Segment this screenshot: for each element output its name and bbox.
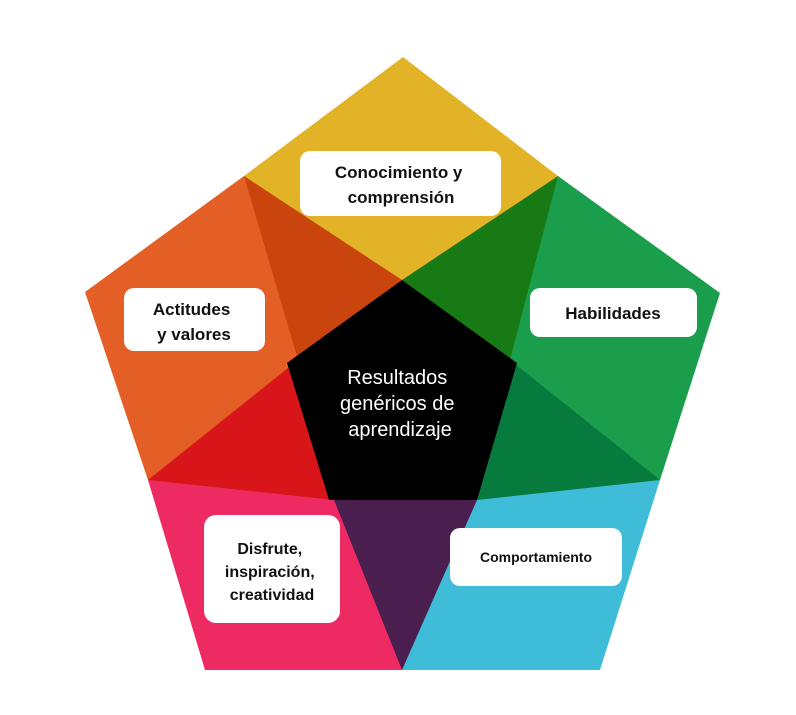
center-label: Resultados genéricos de aprendizaje: [340, 367, 460, 441]
label-bottom-left: Disfrute, inspiración, creatividad: [225, 541, 319, 604]
center-label-line-3: aprendizaje: [348, 419, 451, 441]
label-top-line-2: comprensión: [348, 188, 455, 207]
label-left-line-1: Actitudes: [153, 300, 230, 319]
wedge-red: [148, 360, 334, 500]
label-bottom-right: Comportamiento: [480, 549, 592, 565]
label-right: Habilidades: [565, 304, 660, 323]
label-bottom-left-line-2: inspiración,: [225, 564, 315, 581]
center-pentagon: [287, 280, 517, 500]
label-box-bottom-right: [450, 528, 622, 586]
wedge-teal-dark: [477, 360, 660, 500]
label-box-right: [530, 288, 697, 337]
wedge-orange-dark: [244, 176, 402, 360]
label-top-line-1: Conocimiento y: [335, 163, 463, 182]
label-bottom-left-line-1: Disfrute,: [237, 541, 302, 558]
label-box-left: [124, 288, 265, 351]
wedge-purple: [334, 500, 477, 670]
label-top: Conocimiento y comprensión: [335, 163, 467, 207]
label-bottom-right-line-1: Comportamiento: [480, 549, 592, 565]
label-bottom-left-line-3: creatividad: [230, 587, 314, 604]
label-box-top: [300, 151, 501, 216]
center-label-line-2: genéricos de: [340, 393, 455, 415]
label-right-line-1: Habilidades: [565, 304, 660, 323]
label-box-bottom-left: [204, 515, 340, 623]
wedge-green-dark: [402, 176, 558, 360]
center-label-line-1: Resultados: [347, 367, 447, 389]
label-left: Actitudes y valores: [153, 300, 235, 344]
label-left-line-2: y valores: [157, 325, 231, 344]
